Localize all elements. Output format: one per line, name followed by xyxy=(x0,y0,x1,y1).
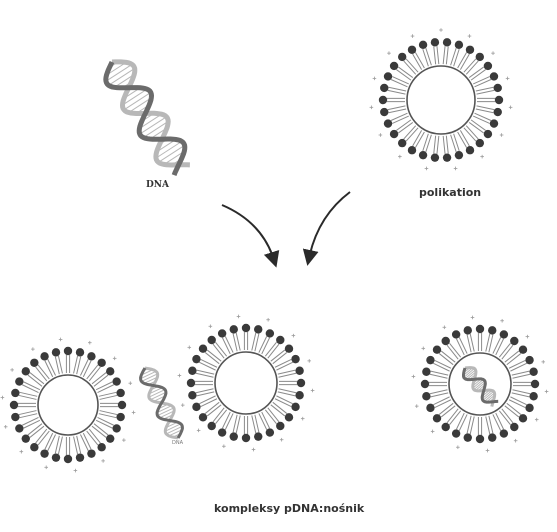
arrow-left-icon xyxy=(222,205,274,260)
polycation-micelle-icon xyxy=(370,28,513,170)
polycation-label: polikation xyxy=(419,186,481,199)
small-dna-label: DNA xyxy=(172,440,183,446)
arrow-right-icon xyxy=(309,192,350,258)
carrier-micelle-center-icon xyxy=(178,315,315,452)
carrier-micelle-left-icon xyxy=(1,338,136,473)
dna-helix-icon xyxy=(106,62,190,175)
dna-helix-small-icon xyxy=(141,368,183,438)
complexes-label: kompleksy pDNA:nośnik xyxy=(214,502,364,515)
dna-inside-micelle-icon xyxy=(463,368,498,407)
dna-label: DNA xyxy=(146,180,169,190)
